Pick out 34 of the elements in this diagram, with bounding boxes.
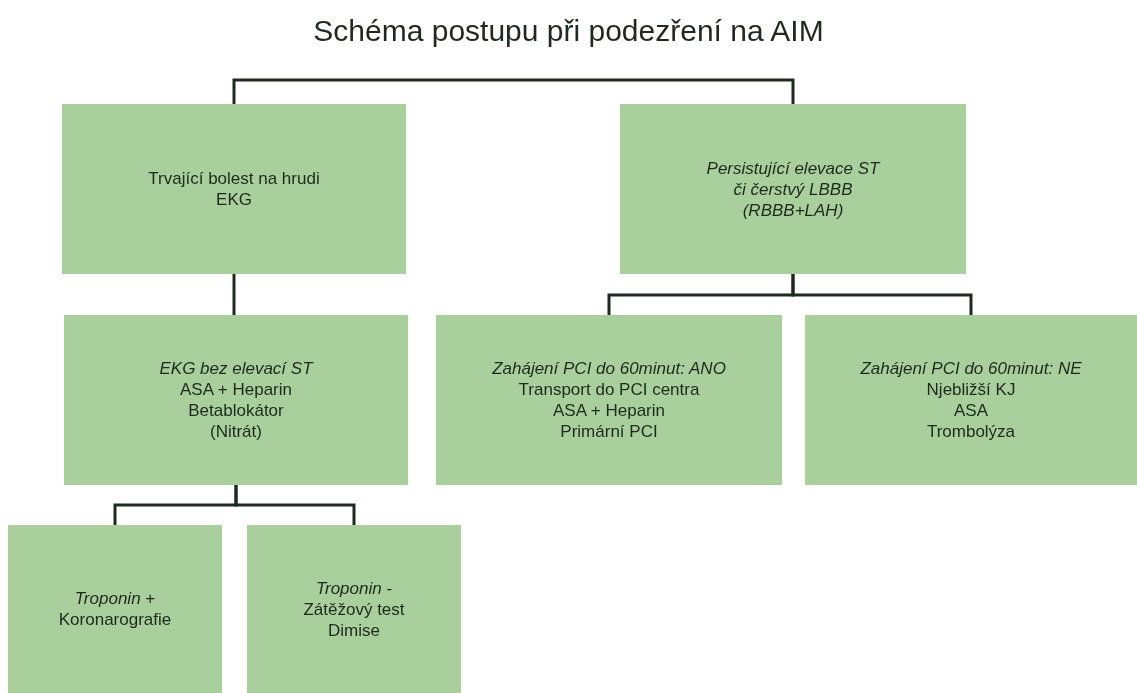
box-text: Zahájení PCI do 60minut: NE [860,358,1082,379]
box-text: Transport do PCI centra [518,379,700,400]
box-text: EKG bez elevací ST [159,358,313,379]
box-text: ASA + Heparin [553,400,665,421]
process-box [805,315,1137,485]
box-text: Trombolýza [926,421,1016,442]
box-text: Koronarografie [58,609,172,630]
box-text: Betablokátor [188,400,284,421]
process-box [247,525,461,693]
box-text: Zátěžový test [303,598,405,620]
connector-line [234,485,356,525]
box-text: ASA + Heparin [180,379,292,400]
box-text: (RBBB+LAH) [742,199,844,221]
box-text: ASA [954,400,988,421]
process-box [436,315,782,485]
box-text: či čerstvý LBBB [733,178,853,200]
box-text: Trvající bolest na hrudi [148,168,320,189]
process-box [8,525,222,693]
process-box [64,315,408,485]
box-text: (Nitrát) [210,421,262,442]
connector-line [232,274,236,315]
box-text: Dimise [328,619,380,641]
box-text: Primární PCI [560,421,658,442]
box-text: Zahájení PCI do 60minut: ANO [492,358,726,379]
box-text: Persistující elevace ST [706,157,880,179]
connector-line [791,274,973,315]
process-box [620,104,966,274]
box-text: Troponin + [74,588,156,609]
process-box [62,104,406,274]
box-text: Troponin - [315,577,393,599]
box-text: Njebližší KJ [926,379,1016,400]
connector-line [232,78,795,104]
diagram-title: Schéma postupu při podezření na AIM [313,14,824,48]
box-text: EKG [216,189,252,210]
